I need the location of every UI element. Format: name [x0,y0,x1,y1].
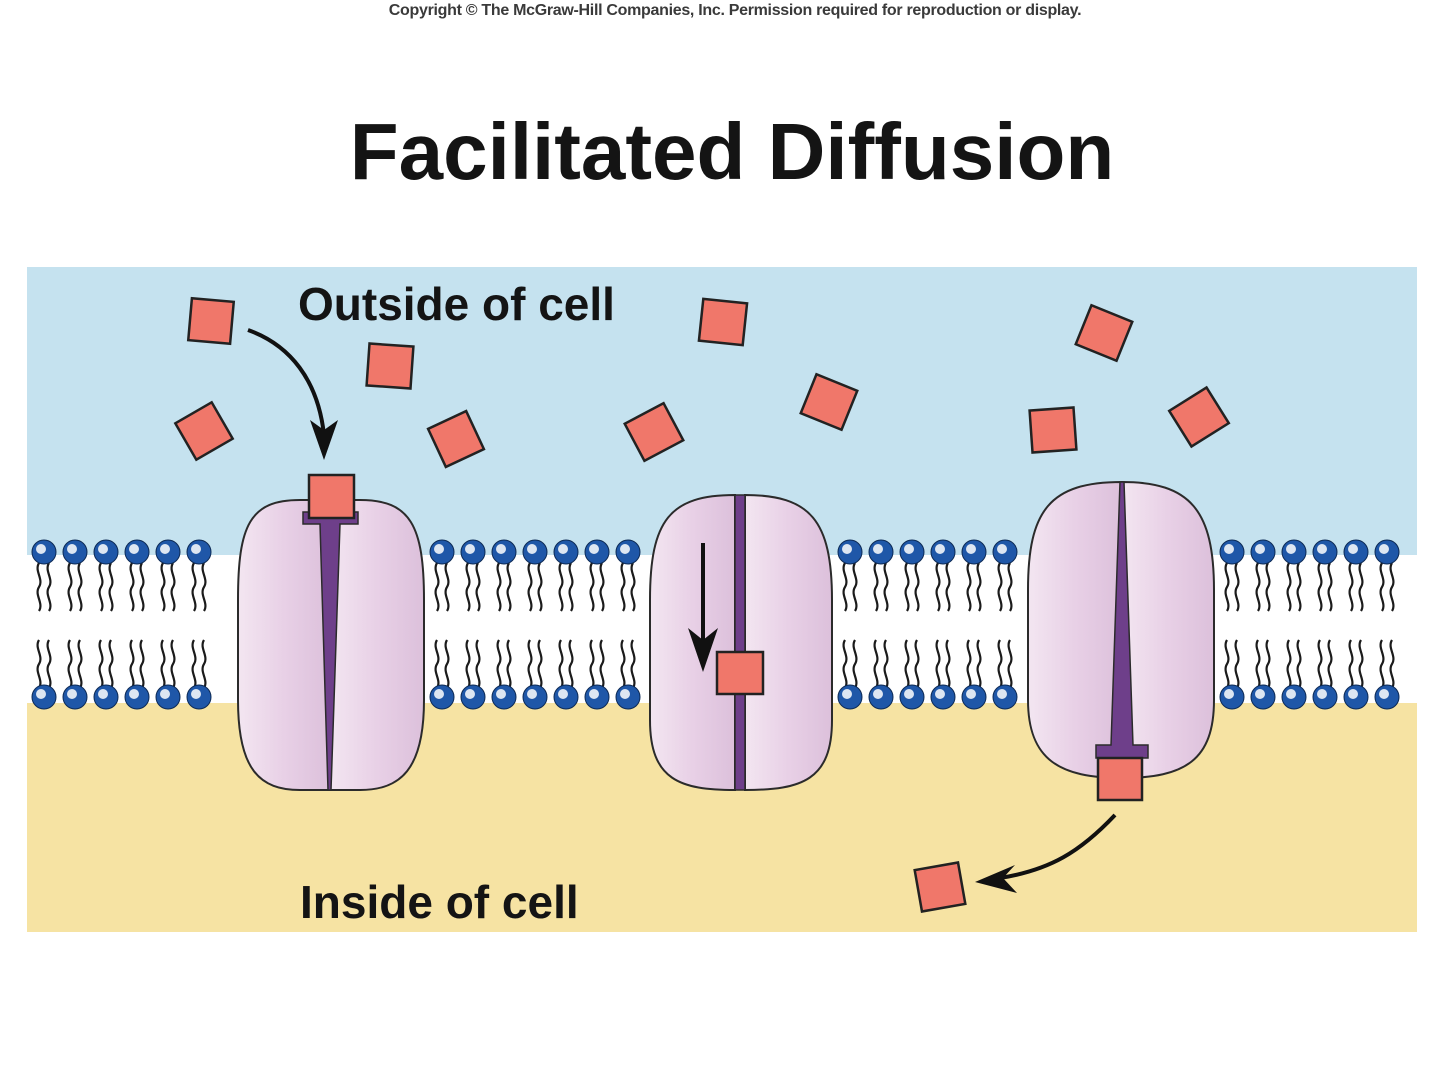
carrier-protein-transition [649,493,833,792]
phospholipid-bilayer [31,539,1400,710]
carrier-protein-open-inside [1027,480,1215,802]
carrier-protein-open-outside [237,473,425,791]
solute-molecule [307,473,356,520]
arrow-entering-carrier [247,328,338,460]
inside-of-cell-label: Inside of cell [300,876,579,928]
solute-molecule-released [913,861,967,913]
solute-molecule [715,650,765,696]
arrow-exiting-carrier [975,813,1117,893]
diagram-title: Facilitated Diffusion [349,107,1115,196]
arrow-crossing-membrane [688,543,718,672]
solute-molecule [1096,756,1144,802]
solute-molecules-outside [173,296,1231,469]
outside-of-cell-label: Outside of cell [298,278,615,330]
copyright-notice: Copyright © The McGraw-Hill Companies, I… [388,2,1082,19]
